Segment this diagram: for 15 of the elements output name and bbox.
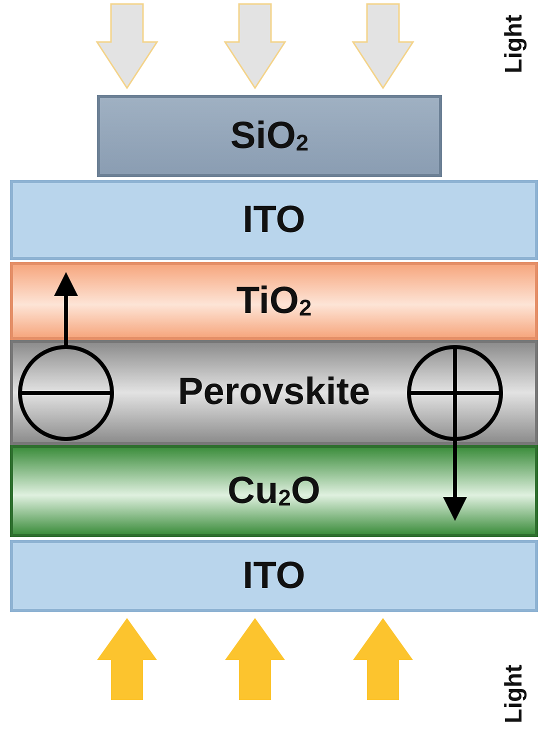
material-layer	[97, 95, 442, 177]
light-label: Light	[500, 14, 528, 74]
layer-label: Perovskite	[178, 371, 370, 414]
material-layer	[10, 262, 538, 340]
arrow	[54, 272, 78, 346]
hole-symbol	[407, 344, 503, 440]
material-layer	[10, 180, 538, 260]
layer-label: ITO	[242, 554, 306, 598]
light-label: Light	[500, 664, 528, 724]
material-layer	[10, 340, 538, 445]
electron-symbol	[18, 344, 114, 440]
material-layer	[10, 540, 538, 612]
material-layer	[10, 445, 538, 537]
arrow	[443, 438, 467, 521]
layer-label: ITO	[242, 198, 306, 242]
